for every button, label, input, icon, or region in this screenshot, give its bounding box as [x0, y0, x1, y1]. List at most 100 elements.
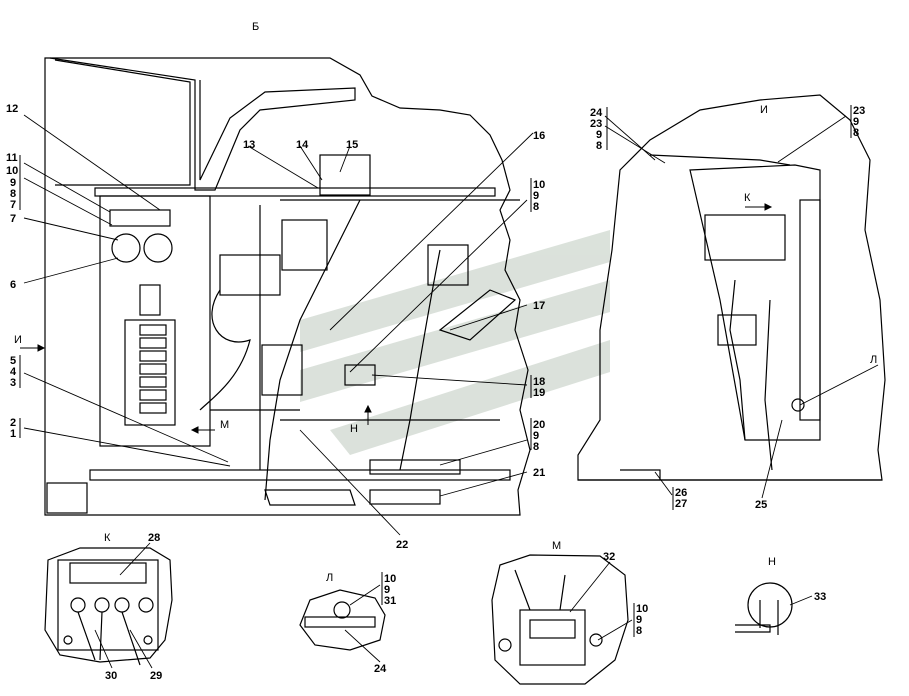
leader-lines-main [23, 114, 534, 536]
callout-8g: 8 [636, 625, 642, 637]
callout-23b: 23 [853, 105, 865, 117]
main-view-cloud-outline [44, 57, 531, 516]
leader-lines-view-m [569, 561, 633, 641]
callout-13: 13 [243, 139, 255, 151]
callout-8d: 8 [596, 140, 602, 152]
arrow-i-left [20, 344, 46, 352]
callout-11: 11 [6, 152, 18, 164]
view-i-top-bracket [649, 154, 791, 166]
callout-14: 14 [296, 139, 309, 151]
left-panel-frame [99, 195, 211, 447]
view-label-b: Б [252, 21, 259, 33]
callout-8c: 8 [533, 441, 539, 453]
callout-20: 20 [533, 419, 545, 431]
callout-9c: 9 [533, 430, 539, 442]
arm-bracket [438, 289, 517, 341]
callout-25: 25 [755, 499, 767, 511]
view-l-bracket [304, 616, 376, 628]
wire-bundle-right [399, 249, 441, 471]
callout-18: 18 [533, 376, 545, 388]
arrow-label-m: М [220, 419, 229, 431]
callout-9g: 9 [636, 614, 642, 626]
view-k-stud-2 [94, 597, 110, 613]
callout-23: 23 [590, 118, 602, 130]
view-k-corner-1 [63, 635, 73, 645]
callout-17: 17 [533, 300, 545, 312]
view-label-k: К [104, 532, 111, 544]
callout-2: 2 [10, 417, 16, 429]
view-k-plate [57, 559, 159, 651]
view-i-bolt [791, 398, 805, 412]
bracket-post [139, 284, 161, 316]
callout-7b: 7 [10, 213, 16, 225]
callout-8e: 8 [853, 127, 859, 139]
connector-right [143, 233, 173, 263]
callout-33: 33 [814, 591, 826, 603]
callout-21: 21 [533, 467, 545, 479]
cab-top [54, 59, 191, 186]
view-i-relays [704, 214, 786, 261]
view-i-panel [689, 164, 821, 441]
relay-box [281, 219, 328, 271]
callout-32: 32 [603, 551, 615, 563]
leader-lines-view-i [604, 115, 879, 499]
view-l-bolt-head [333, 601, 351, 619]
view-m [491, 554, 629, 685]
callout-16: 16 [533, 130, 545, 142]
view-label-l: Л [326, 572, 333, 584]
callout-9f: 9 [384, 584, 390, 596]
view-l-cloud-outline [299, 589, 386, 651]
view-m-module [519, 609, 586, 666]
callout-19: 19 [533, 387, 545, 399]
callout-9: 9 [10, 177, 16, 189]
callout-9d: 9 [596, 129, 602, 141]
view-k-corner-2 [143, 635, 153, 645]
view-l [299, 589, 386, 651]
leader-lines-view-n [789, 595, 813, 606]
top-connector-unit [319, 154, 371, 196]
callout-8b: 8 [533, 201, 539, 213]
view-k-terminal-label [69, 562, 147, 584]
view-i-connector [717, 314, 757, 346]
view-m-mount-right [589, 633, 603, 647]
arrow-k [745, 203, 773, 211]
cab-panel [49, 57, 356, 191]
terminal-strip-lower [369, 489, 441, 505]
fuse-rows [139, 324, 167, 414]
callout-10: 10 [6, 165, 18, 177]
callout-15: 15 [346, 139, 358, 151]
arrow-label-n: Н [350, 423, 358, 435]
callout-4: 4 [10, 366, 17, 378]
callout-28: 28 [148, 532, 160, 544]
callout-27: 27 [675, 498, 687, 510]
callout-10g: 10 [636, 603, 648, 615]
view-k-stud-4 [138, 597, 154, 613]
bottom-rail [89, 469, 511, 481]
view-k-cloud-outline [44, 547, 173, 663]
callout-3: 3 [10, 377, 16, 389]
main-view [44, 57, 531, 516]
callout-12: 12 [6, 103, 18, 115]
view-m-wires [514, 569, 566, 611]
harness-main [264, 199, 361, 501]
view-k-wires [77, 611, 141, 666]
view-k-stud-1 [70, 597, 86, 613]
sensor-bracket [427, 244, 469, 286]
harness-left-loop [199, 289, 251, 411]
corrugated-harness [264, 489, 356, 506]
view-i-terminal-column [799, 199, 821, 421]
view-label-i: И [760, 104, 768, 116]
callout-9b: 9 [533, 190, 539, 202]
callout-26: 26 [675, 487, 687, 499]
terminal-strip-upper [369, 459, 461, 475]
arrow-label-i: И [14, 334, 22, 346]
callout-30: 30 [105, 670, 117, 682]
callout-24b: 24 [374, 663, 387, 675]
view-n-ring [747, 582, 793, 628]
callout-22: 22 [396, 539, 408, 551]
callout-10f: 10 [384, 573, 396, 585]
view-i-cloud-outline [577, 94, 886, 481]
view-k-stud-3 [114, 597, 130, 613]
